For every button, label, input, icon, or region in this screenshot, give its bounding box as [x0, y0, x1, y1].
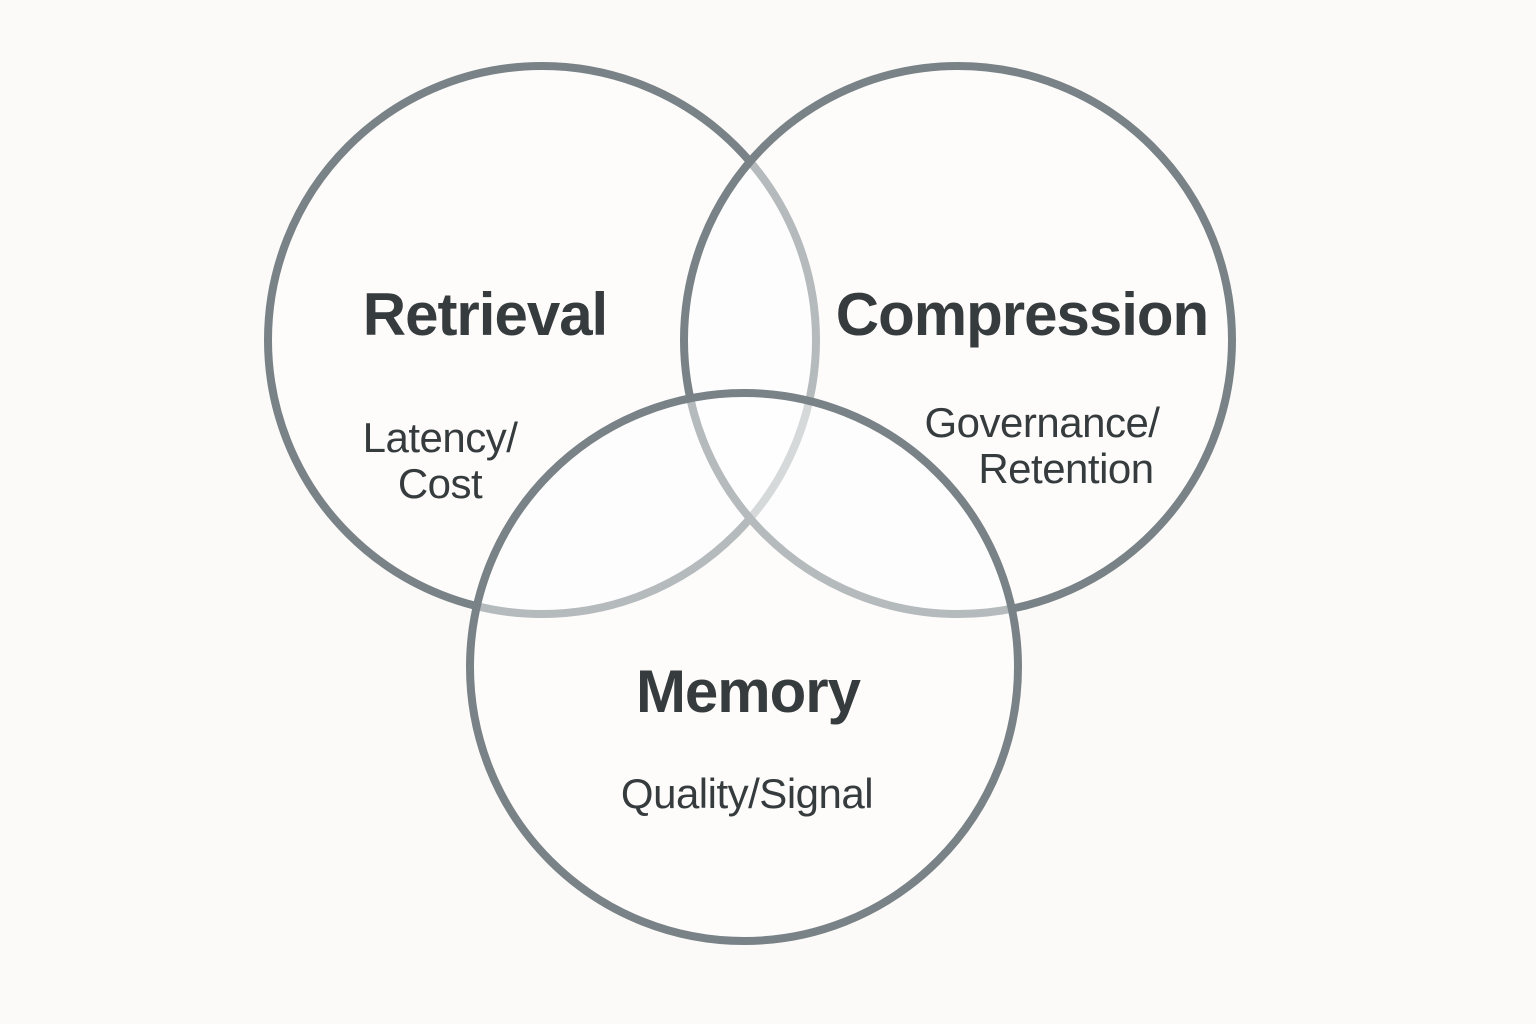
retrieval-circle [264, 62, 820, 618]
compression-sublabel-line-1: Governance/ [925, 399, 1161, 446]
retrieval-sublabel-line-1: Latency/ [363, 414, 519, 461]
memory-label: Memory [636, 658, 862, 725]
compression-sublabel-line-2: Retention [978, 445, 1153, 492]
memory-sublabel-line-1: Quality/Signal [621, 770, 873, 817]
retrieval-label: Retrieval [363, 281, 607, 348]
retrieval-sublabel-line-2: Cost [398, 460, 483, 507]
memory-circle [466, 389, 1022, 945]
compression-label: Compression [836, 281, 1208, 348]
compression-circle [680, 62, 1236, 618]
